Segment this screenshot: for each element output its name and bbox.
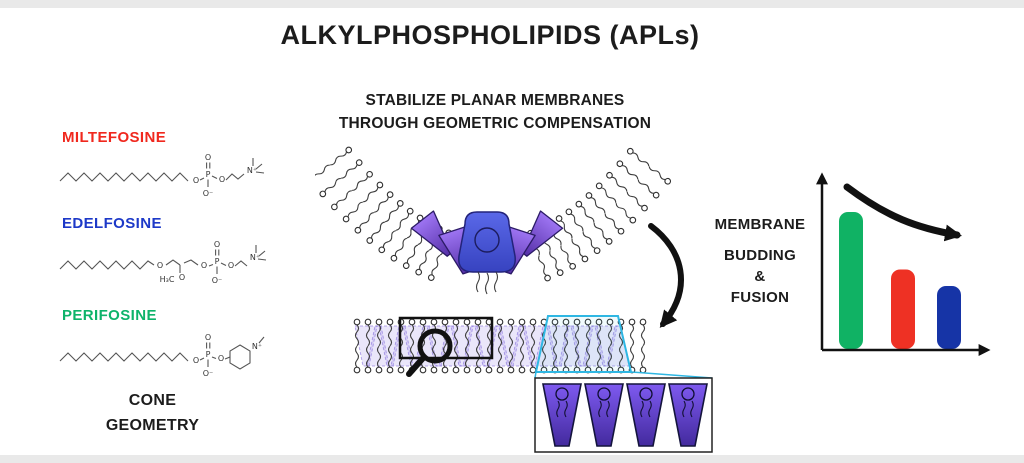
atom-label: P [215, 257, 220, 266]
lipid-icon [639, 318, 647, 347]
atom-label: H₃C [160, 275, 175, 284]
label-line1: MEMBRANE [714, 216, 806, 233]
bars-group [839, 212, 961, 349]
atom-label: N⁺ [247, 166, 257, 175]
lipid-icon [646, 163, 673, 186]
lipid-icon [574, 199, 597, 225]
lipid-icon [338, 158, 364, 181]
atom-label: O⁻ [203, 189, 214, 198]
cone-caption-line1: CONE [128, 392, 177, 409]
membrane-protein [458, 211, 516, 295]
lipid-icon [535, 254, 552, 283]
atom-label: O [205, 333, 211, 342]
lipid-icon [427, 253, 444, 282]
cone-geometry-caption: CONE GEOMETRY [70, 389, 235, 439]
page-margin-bottom [0, 455, 1024, 463]
lipid-icon [584, 190, 608, 216]
center-heading: STABILIZE PLANAR MEMBRANES THROUGH GEOME… [300, 89, 690, 136]
lipid-icon [604, 170, 630, 195]
inset-cone [584, 383, 624, 447]
drug-name-miltefosine: MILTEFOSINE [62, 129, 167, 146]
lipid-icon [594, 181, 619, 206]
lipid-icon [564, 207, 586, 234]
drug-name-edelfosine: EDELFOSINE [62, 215, 162, 232]
edelfosine-structure: O H₃C O O P O O⁻ O N⁺ [59, 240, 267, 285]
lipid-icon [318, 175, 344, 199]
lipid-icon [349, 169, 375, 194]
lipid-icon [591, 220, 614, 246]
perifosine-structure: O P O O⁻ O N⁺ [59, 333, 265, 378]
lipid-icon [558, 243, 577, 271]
lipid-icon [365, 219, 388, 245]
lipid-icon [401, 242, 421, 271]
transition-arrow-icon [648, 223, 684, 328]
lipid-icon [377, 228, 399, 255]
atom-label: O⁻ [203, 369, 214, 378]
cone-caption-line2: GEOMETRY [105, 416, 200, 434]
atom-label: O [214, 240, 220, 249]
center-heading-line2: THROUGH GEOMETRIC COMPENSATION [338, 115, 652, 133]
trend-arrow-icon [843, 183, 963, 242]
lipid-icon [341, 199, 366, 224]
inset-cone [626, 383, 666, 447]
atom-label: O [219, 175, 225, 184]
lipid-icon [414, 248, 432, 277]
membrane-illustration [315, 145, 713, 453]
label-line2: BUDDING [723, 247, 797, 264]
membrane-budding-label: MEMBRANE BUDDING & FUSION [698, 214, 822, 308]
lipid-icon [639, 345, 647, 374]
atom-label: O [201, 261, 207, 270]
label-line4: FUSION [730, 289, 790, 306]
bar-3 [937, 286, 961, 349]
lipid-icon [315, 162, 333, 185]
bar-1 [839, 212, 863, 349]
lipid-icon [382, 198, 405, 225]
atom-label: P [206, 350, 211, 359]
inset-cone [668, 383, 708, 447]
lipid-icon [635, 176, 661, 200]
lipid-icon [371, 190, 395, 215]
atom-label: O [205, 153, 211, 162]
atom-label: O [193, 176, 199, 185]
zoom-inset [534, 377, 713, 453]
atom-label: O [228, 261, 234, 270]
lipid-icon [628, 318, 636, 347]
lipid-icon [602, 211, 626, 236]
lipid-icon [580, 229, 602, 256]
lipid-icon [353, 345, 361, 374]
lipid-icon [329, 188, 355, 212]
drug-name-perifosine: PERIFOSINE [62, 307, 157, 324]
highlight-region [534, 315, 633, 373]
magnifier-icon [406, 328, 453, 377]
lipid-icon [353, 210, 377, 235]
lipid-icon [546, 249, 565, 277]
lipid-icon [327, 145, 354, 168]
center-heading-line1: STABILIZE PLANAR MEMBRANES [365, 92, 625, 109]
atom-label: O [157, 261, 163, 270]
lattice-cones [354, 325, 630, 367]
highlight-connector [534, 371, 537, 379]
lipid-icon [615, 159, 641, 182]
miltefosine-structure: O P O O⁻ O N⁺ [59, 153, 265, 198]
atom-label: O⁻ [212, 276, 223, 285]
lipid-icon [569, 236, 590, 264]
atom-label: N⁺ [252, 342, 262, 351]
highlight-connector [630, 371, 713, 379]
atom-label: O [218, 354, 224, 363]
lipid-icon [624, 189, 650, 213]
label-line3: & [754, 268, 766, 285]
lipid-icon [360, 180, 385, 205]
atom-label: P [206, 170, 211, 179]
inset-cone [542, 383, 582, 447]
page-margin-top [0, 0, 1024, 8]
atom-label: O [179, 273, 185, 282]
lipid-icon [625, 146, 652, 169]
lipid-icon [613, 200, 638, 225]
bar-2 [891, 269, 915, 349]
atom-label: O [193, 356, 199, 365]
atom-label: N⁺ [250, 253, 260, 262]
page-title: ALKYLPHOSPHOLIPIDS (APLs) [280, 20, 700, 50]
lipid-icon [389, 236, 410, 263]
bar-chart [816, 172, 991, 356]
